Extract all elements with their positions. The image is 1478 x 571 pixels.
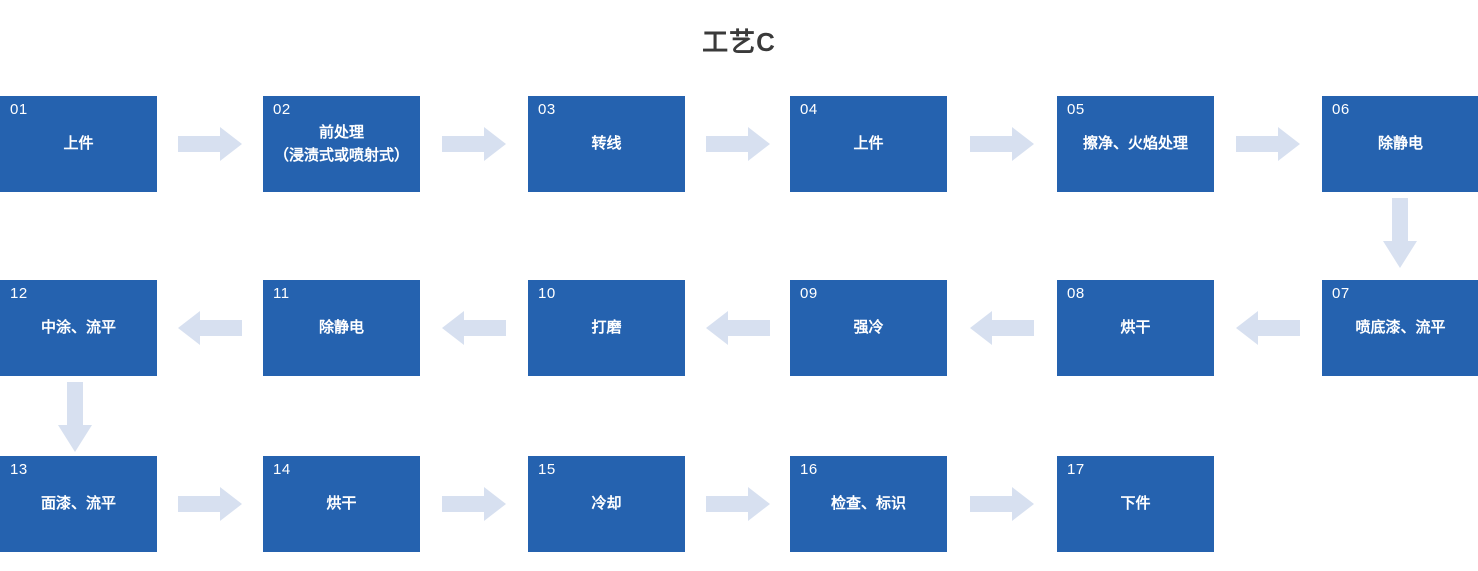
step-box-02: 02 前处理 （浸渍式或喷射式） [263, 96, 420, 192]
step-number: 15 [538, 461, 556, 478]
step-box-09: 09 强冷 [790, 280, 947, 376]
step-box-14: 14 烘干 [263, 456, 420, 552]
arrow-left-icon [442, 308, 506, 348]
step-label: 打磨 [591, 319, 622, 337]
step-number: 12 [10, 285, 28, 302]
step-label: 除静电 [1377, 135, 1423, 153]
step-label: 面漆、流平 [40, 495, 116, 513]
step-number: 06 [1332, 101, 1350, 118]
step-number: 02 [273, 101, 291, 118]
step-box-08: 08 烘干 [1057, 280, 1214, 376]
step-box-07: 07 喷底漆、流平 [1322, 280, 1478, 376]
step-number: 04 [800, 101, 818, 118]
arrow-right-icon [706, 484, 770, 524]
arrow-right-icon [970, 484, 1034, 524]
step-label: 强冷 [853, 319, 884, 337]
step-box-12: 12 中涂、流平 [0, 280, 157, 376]
arrow-right-icon [442, 124, 506, 164]
step-box-11: 11 除静电 [263, 280, 420, 376]
arrow-left-icon [970, 308, 1034, 348]
step-number: 01 [10, 101, 28, 118]
step-label: 冷却 [591, 495, 622, 513]
step-number: 11 [273, 285, 290, 302]
step-number: 09 [800, 285, 818, 302]
step-number: 03 [538, 101, 556, 118]
step-number: 17 [1067, 461, 1085, 478]
step-label: 除静电 [318, 319, 364, 337]
arrow-left-icon [1236, 308, 1300, 348]
step-box-06: 06 除静电 [1322, 96, 1478, 192]
step-label: 烘干 [326, 495, 357, 513]
step-label: 前处理 （浸渍式或喷射式） [273, 123, 409, 164]
arrow-left-icon [178, 308, 242, 348]
step-number: 14 [273, 461, 291, 478]
step-box-15: 15 冷却 [528, 456, 685, 552]
arrow-left-icon [706, 308, 770, 348]
step-label: 擦净、火焰处理 [1082, 135, 1188, 153]
step-box-10: 10 打磨 [528, 280, 685, 376]
arrow-right-icon [442, 484, 506, 524]
step-number: 07 [1332, 285, 1350, 302]
step-label: 检查、标识 [830, 495, 906, 513]
page-title: 工艺C [702, 27, 776, 57]
step-label: 中涂、流平 [40, 319, 116, 337]
arrow-right-icon [178, 124, 242, 164]
step-number: 13 [10, 461, 28, 478]
step-label: 上件 [853, 135, 884, 153]
step-number: 16 [800, 461, 818, 478]
step-box-16: 16 检查、标识 [790, 456, 947, 552]
step-label: 转线 [591, 135, 622, 153]
arrow-down-icon [56, 382, 94, 452]
step-number: 10 [538, 285, 556, 302]
step-label: 下件 [1120, 495, 1151, 513]
arrow-right-icon [706, 124, 770, 164]
step-box-13: 13 面漆、流平 [0, 456, 157, 552]
arrow-down-icon [1381, 198, 1419, 268]
step-box-05: 05 擦净、火焰处理 [1057, 96, 1214, 192]
step-box-17: 17 下件 [1057, 456, 1214, 552]
step-box-01: 01 上件 [0, 96, 157, 192]
arrow-right-icon [970, 124, 1034, 164]
step-box-03: 03 转线 [528, 96, 685, 192]
step-box-04: 04 上件 [790, 96, 947, 192]
step-label: 喷底漆、流平 [1355, 319, 1446, 337]
step-number: 05 [1067, 101, 1085, 118]
arrow-right-icon [1236, 124, 1300, 164]
arrow-right-icon [178, 484, 242, 524]
step-number: 08 [1067, 285, 1085, 302]
step-label: 上件 [63, 135, 94, 153]
step-label: 烘干 [1120, 319, 1151, 337]
